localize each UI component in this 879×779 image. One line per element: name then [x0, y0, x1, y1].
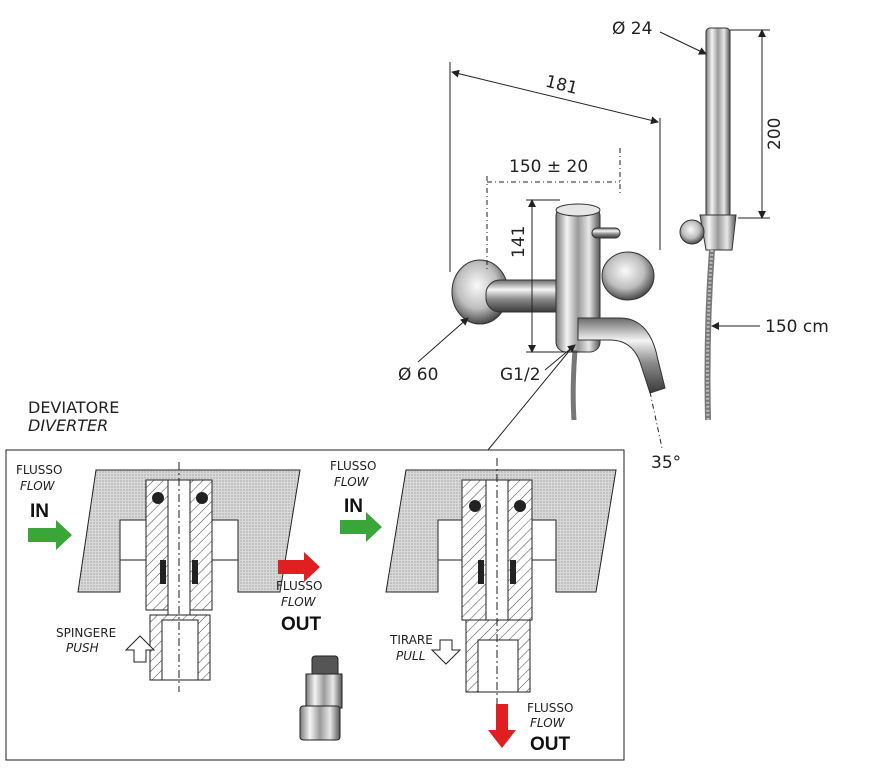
flow-in-arrow-right — [340, 512, 382, 542]
left-in-big: IN — [30, 501, 49, 522]
right-out-big: OUT — [530, 734, 571, 755]
label-height-141: 141 — [509, 226, 529, 258]
right-out-label-en: FLOW — [530, 716, 566, 730]
diverter-box — [5, 449, 625, 761]
flow-out-arrow-right — [488, 704, 516, 748]
left-out-label-en: FLOW — [281, 595, 317, 609]
label-hose-length: 150 cm — [765, 317, 829, 337]
label-diameter-24: Ø 24 — [612, 19, 652, 39]
left-in-label: FLUSSO — [16, 463, 62, 477]
diverter-section-push — [77, 462, 301, 692]
push-label: SPINGERE — [56, 626, 116, 640]
diverter-title: DEVIATORE — [28, 398, 119, 417]
label-thread: G1/2 — [500, 365, 541, 385]
right-out-label: FLUSSO — [527, 701, 573, 715]
push-arrow-icon — [124, 635, 156, 663]
push-label-en: PUSH — [66, 641, 99, 655]
mixer-illustration — [451, 27, 737, 421]
left-out-big: OUT — [281, 614, 322, 635]
pull-arrow-icon — [430, 639, 462, 665]
left-in-label-en: FLOW — [20, 479, 56, 493]
dimension-lines — [417, 29, 770, 451]
right-in-label-en: FLOW — [334, 475, 370, 489]
pull-label: TIRARE — [389, 633, 433, 647]
flow-out-arrow-left — [278, 552, 320, 582]
label-length-150: 150 ± 20 — [509, 157, 588, 177]
diverter-section-pull — [385, 458, 617, 704]
right-in-label: FLUSSO — [330, 459, 376, 473]
left-out-label: FLUSSO — [276, 579, 322, 593]
label-angle: 35° — [651, 453, 681, 473]
flow-in-arrow-left — [28, 520, 72, 550]
diverter-title-en: DIVERTER — [28, 416, 108, 435]
pull-label-en: PULL — [396, 649, 425, 663]
label-height-200: 200 — [765, 118, 785, 150]
label-diameter-60: Ø 60 — [398, 365, 438, 385]
right-in-big: IN — [344, 496, 363, 517]
diverter-cartridge — [299, 655, 343, 741]
label-length-181: 181 — [543, 72, 579, 99]
